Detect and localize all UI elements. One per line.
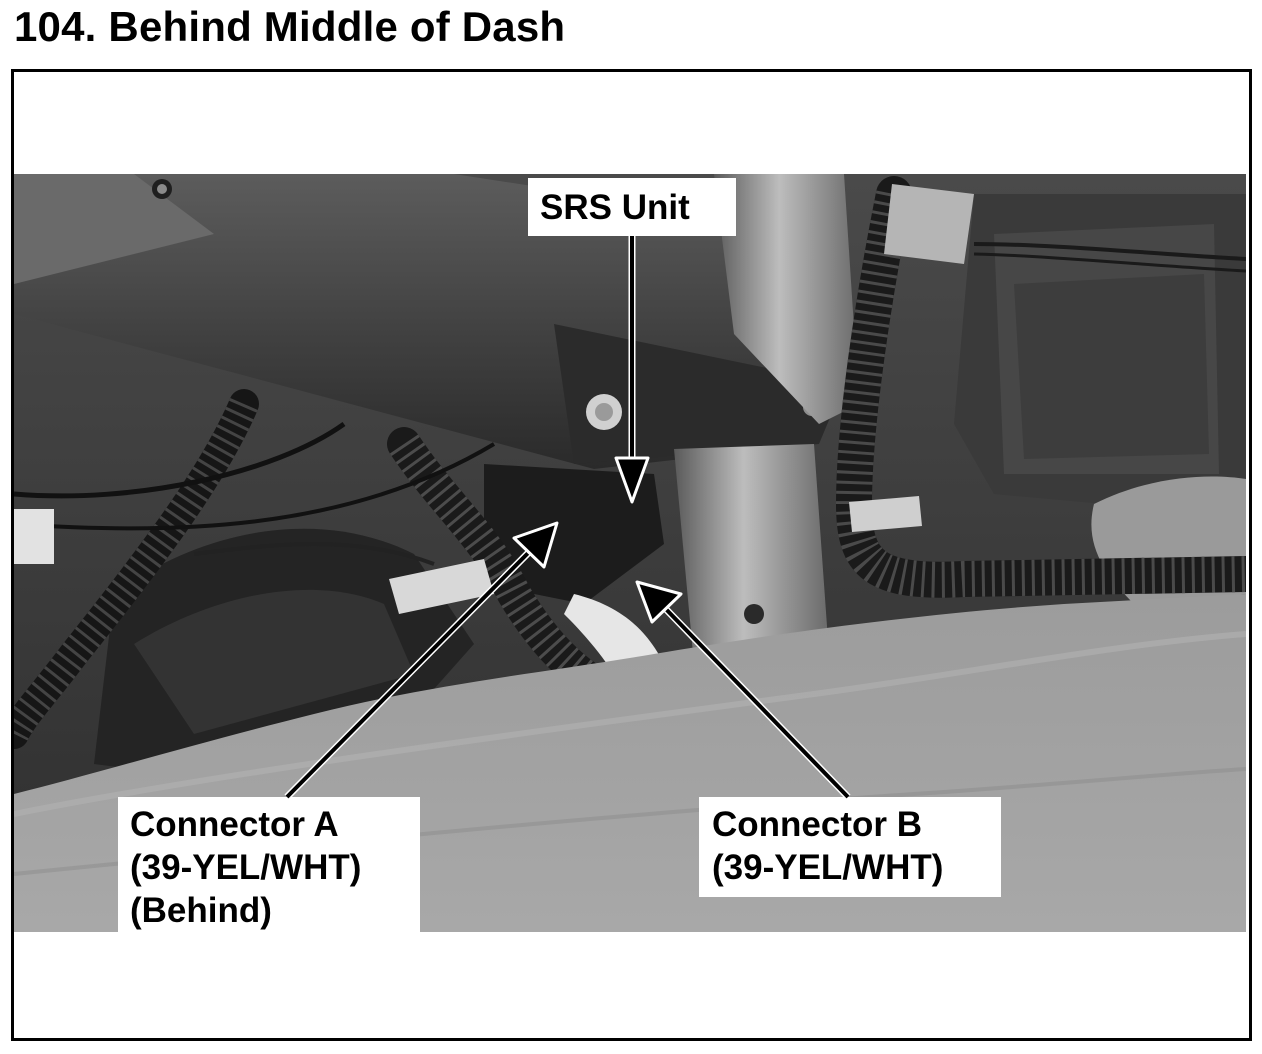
connector-b-label: Connector B bbox=[712, 805, 922, 844]
connector-a-location-note: (Behind) bbox=[130, 891, 272, 930]
page-title: 104. Behind Middle of Dash bbox=[14, 3, 566, 50]
connector-b-wire-code: (39-YEL/WHT) bbox=[712, 848, 944, 887]
srs-unit-callout: SRS Unit bbox=[528, 178, 736, 236]
srs-unit-label: SRS Unit bbox=[540, 188, 690, 227]
connector-a-label: Connector A bbox=[130, 805, 339, 844]
connector-a-wire-code: (39-YEL/WHT) bbox=[130, 848, 362, 887]
connector-b-callout: Connector B (39-YEL/WHT) bbox=[699, 797, 1001, 897]
connector-a-callout: Connector A (39-YEL/WHT) (Behind) bbox=[118, 797, 420, 937]
